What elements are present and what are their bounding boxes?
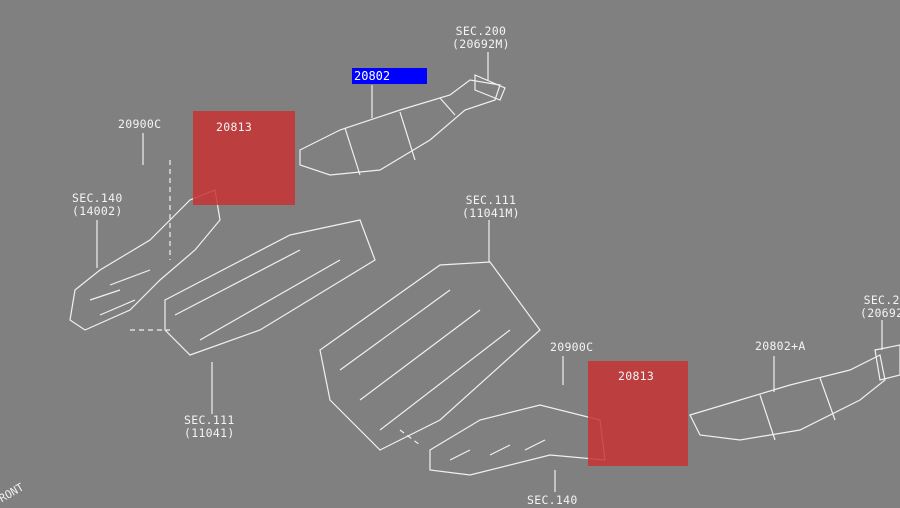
sec-ref-part: (11041M): [462, 206, 520, 220]
label-sec140-bottom[interactable]: SEC.140: [527, 493, 578, 507]
part-20900c-lower[interactable]: 20900C: [550, 340, 594, 354]
part-20802a[interactable]: 20802+A: [755, 339, 806, 353]
sec-ref: SEC.140: [72, 191, 123, 205]
sec-ref: SEC.111: [184, 413, 235, 427]
sec-ref-part: (11041): [184, 426, 235, 440]
sec-ref-part: (14002): [72, 204, 123, 218]
part-20900c-upper[interactable]: 20900C: [118, 117, 162, 131]
sec-ref-part: (20692M): [452, 37, 510, 51]
sec-ref: SEC.200: [863, 293, 900, 307]
sec-ref: SEC.111: [465, 193, 517, 207]
sec-ref: SEC.200: [455, 24, 507, 38]
label-sec200-top[interactable]: SEC.200 (20692M): [452, 25, 510, 51]
hotspot-gasket-20813-upper[interactable]: [193, 111, 295, 205]
label-sec200-right[interactable]: SEC.200 (20692M): [860, 294, 900, 320]
part-20813-upper[interactable]: 20813: [216, 120, 253, 134]
label-sec111-left[interactable]: SEC.111 (11041): [184, 414, 235, 440]
label-sec111-right[interactable]: SEC.111 (11041M): [462, 194, 520, 220]
part-20802-selected[interactable]: 20802: [352, 68, 427, 84]
part-20813-lower[interactable]: 20813: [618, 369, 655, 383]
sec-ref-part: (20692M): [860, 306, 900, 320]
hotspot-gasket-20813-lower[interactable]: [588, 361, 688, 466]
label-sec140-left[interactable]: SEC.140 (14002): [72, 192, 123, 218]
